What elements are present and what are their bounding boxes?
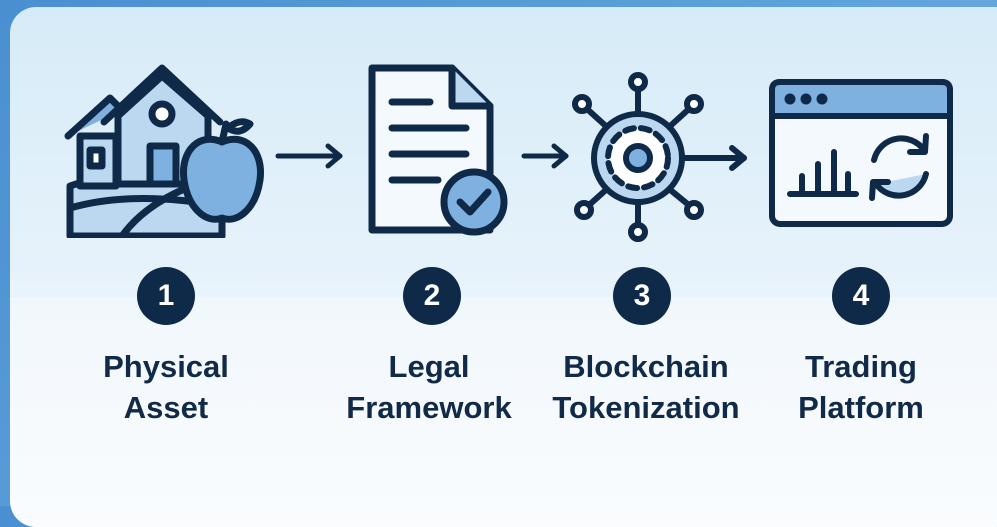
step-1-label-line2: Asset — [123, 390, 209, 425]
step-1-label: Physical Asset — [51, 346, 281, 428]
document-check-icon — [368, 64, 508, 236]
arrow-right-icon — [275, 143, 343, 169]
farm-house-apple-icon — [64, 64, 264, 238]
step-4-label-line1: Trading — [805, 349, 917, 384]
step-3-label: Blockchain Tokenization — [531, 346, 761, 428]
step-1-label-line1: Physical — [103, 349, 229, 384]
blockchain-node-icon — [572, 72, 747, 242]
step-4-label: Trading Platform — [746, 346, 976, 428]
step-3-label-line1: Blockchain — [563, 349, 729, 384]
step-2-label-line1: Legal — [388, 349, 470, 384]
step-4-badge: 4 — [832, 267, 890, 325]
step-1-badge: 1 — [137, 267, 195, 325]
step-2-label: Legal Framework — [314, 346, 544, 428]
step-2-badge: 2 — [403, 267, 461, 325]
step-2-label-line2: Framework — [346, 390, 512, 425]
lower-band — [10, 297, 997, 527]
step-4-label-line2: Platform — [798, 390, 924, 425]
trading-window-icon — [769, 79, 953, 227]
arrow-right-icon — [521, 143, 569, 169]
step-3-badge: 3 — [613, 267, 671, 325]
step-3-label-line2: Tokenization — [552, 390, 740, 425]
